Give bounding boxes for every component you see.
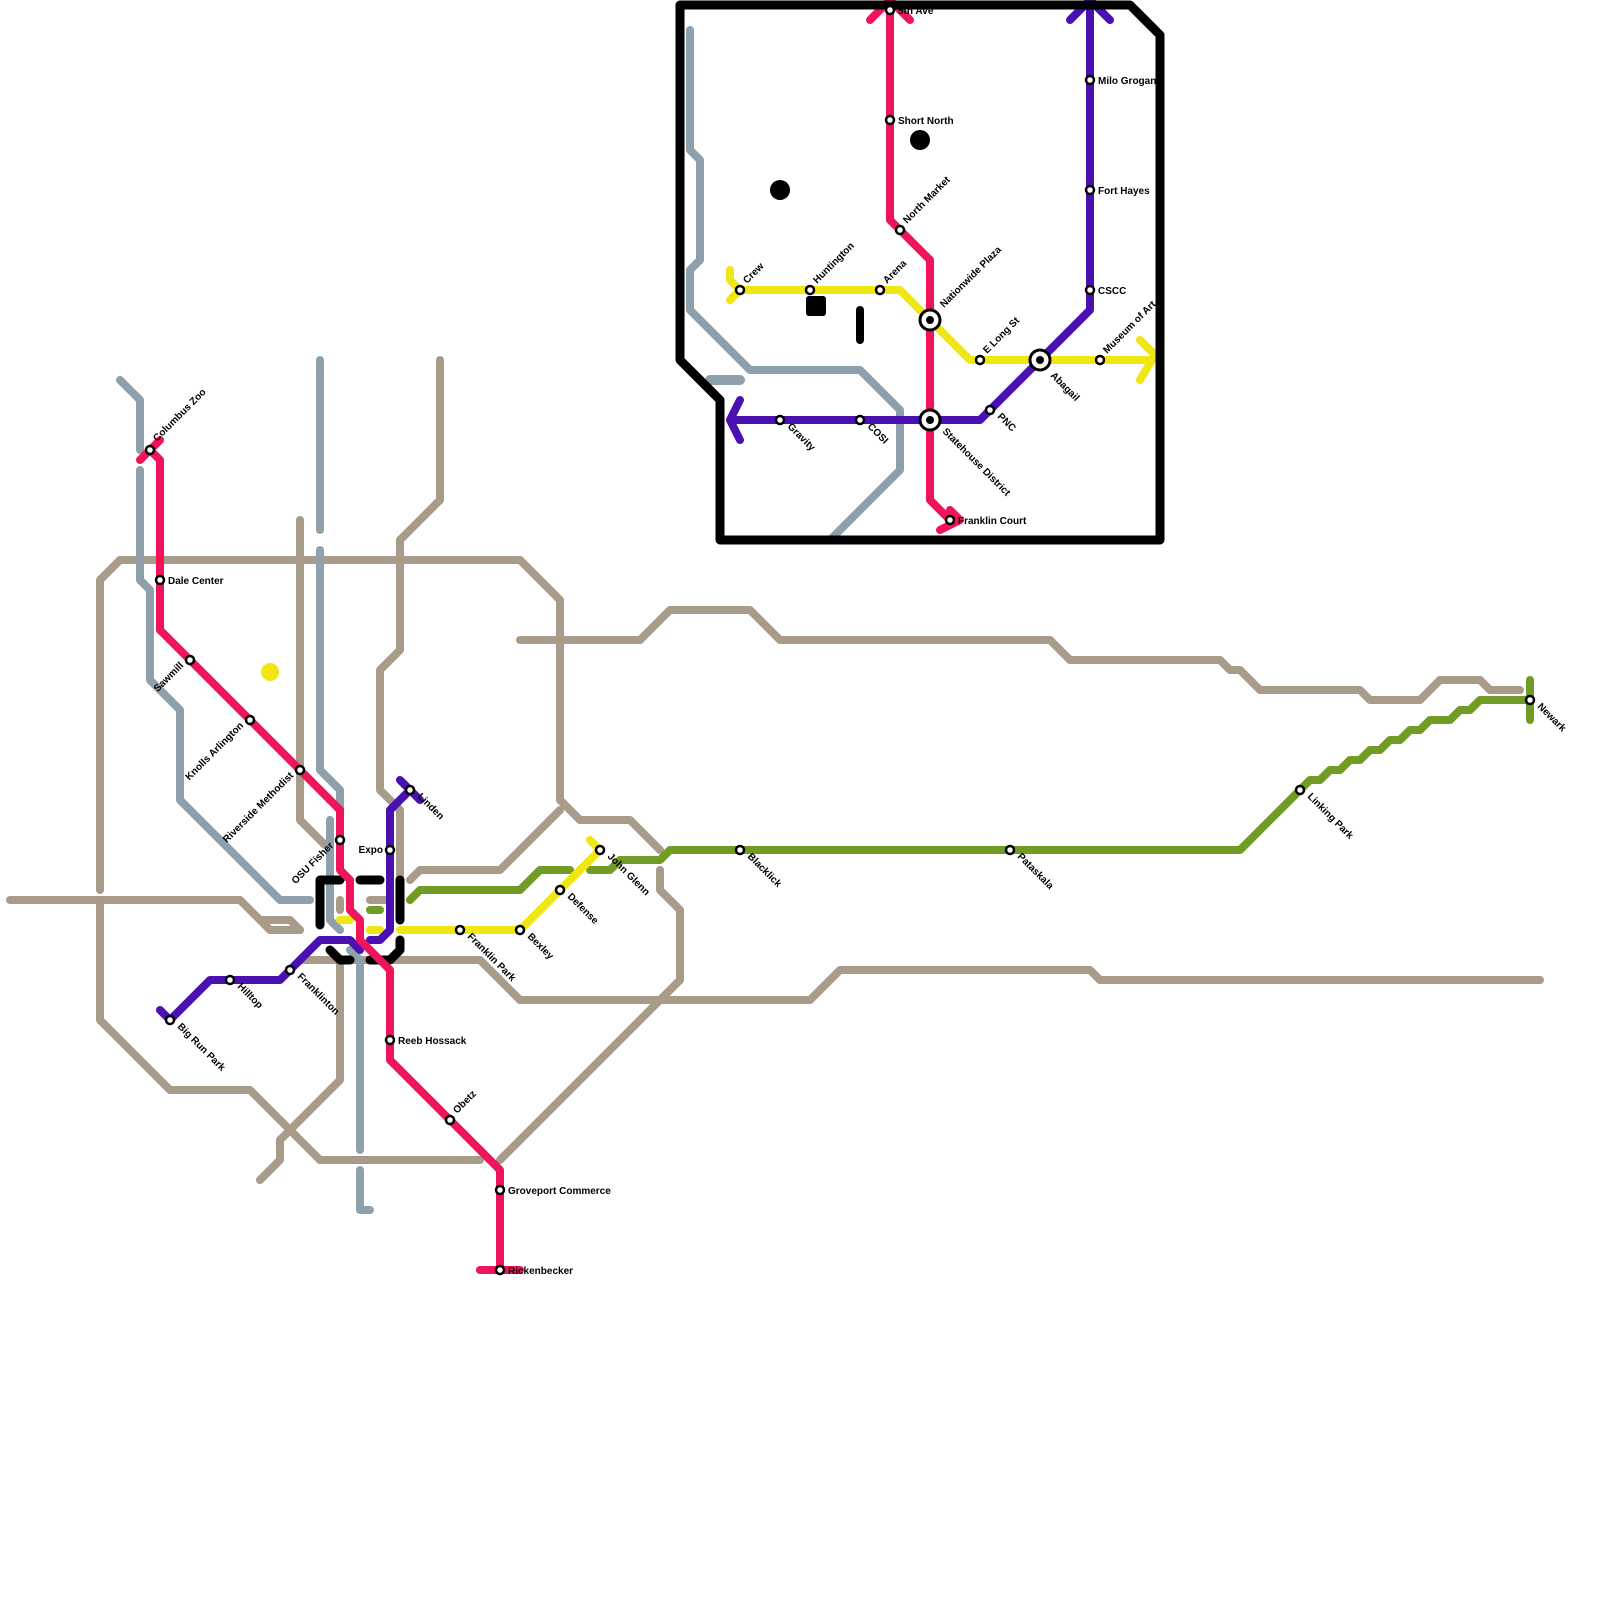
station-marker[interactable] — [776, 416, 784, 424]
label-expo: Expo — [359, 845, 383, 856]
station-marker[interactable] — [496, 1186, 504, 1194]
label-nationwide-plaza: Nationwide Plaza — [938, 244, 1004, 310]
station-marker[interactable] — [596, 846, 604, 854]
station-marker[interactable] — [446, 1116, 454, 1124]
landmark-dot — [910, 130, 930, 150]
station-marker[interactable] — [1086, 186, 1094, 194]
station-marker[interactable] — [386, 1036, 394, 1044]
interchange-abagail[interactable] — [1030, 350, 1050, 370]
station-marker[interactable] — [876, 286, 884, 294]
label-e-long-st: E Long St — [981, 315, 1022, 356]
station-marker[interactable] — [166, 1016, 174, 1024]
label-riverside-methodist: Riverside Methodist — [221, 770, 296, 845]
station-marker[interactable] — [946, 516, 954, 524]
road-network — [10, 360, 1540, 1180]
label-rickenbecker: Rickenbecker — [508, 1266, 573, 1277]
label-newark: Newark — [1535, 701, 1568, 734]
station-marker[interactable] — [516, 926, 524, 934]
station-marker[interactable] — [156, 576, 164, 584]
label-defense: Defense — [565, 891, 601, 927]
landmark-square — [806, 296, 826, 316]
label-pnc: PNC — [995, 411, 1018, 434]
label-bexley: Bexley — [525, 931, 556, 962]
station-marker[interactable] — [1086, 76, 1094, 84]
label-gravity: Gravity — [785, 421, 817, 453]
station-marker[interactable] — [556, 886, 564, 894]
label-groveport-commerce: Groveport Commerce — [508, 1186, 611, 1197]
station-marker[interactable] — [896, 226, 904, 234]
station-marker[interactable] — [976, 356, 984, 364]
label-linden: Linden — [415, 791, 446, 822]
label-linking-park: Linking Park — [1305, 791, 1356, 842]
station-marker[interactable] — [856, 416, 864, 424]
label-franklin-court: Franklin Court — [958, 516, 1027, 527]
station-marker[interactable] — [806, 286, 814, 294]
station-marker[interactable] — [406, 786, 414, 794]
station-marker[interactable] — [386, 846, 394, 854]
label-arena: Arena — [881, 258, 909, 286]
green-line — [370, 680, 1530, 910]
station-marker[interactable] — [1006, 846, 1014, 854]
label-blacklick: Blacklick — [745, 851, 784, 890]
station-marker[interactable] — [286, 966, 294, 974]
label-fort-hayes: Fort Hayes — [1098, 186, 1150, 197]
landmark-dot — [261, 663, 279, 681]
station-marker[interactable] — [186, 656, 194, 664]
label-cosi: COSI — [865, 421, 890, 446]
label-columbus-zoo: Columbus Zoo — [151, 387, 208, 444]
station-marker[interactable] — [1096, 356, 1104, 364]
landmark-dot — [770, 180, 790, 200]
label-franklinton: Franklinton — [295, 971, 341, 1017]
station-marker[interactable] — [886, 6, 894, 14]
blue-line — [120, 30, 900, 1210]
station-marker[interactable] — [736, 286, 744, 294]
station-marker[interactable] — [226, 976, 234, 984]
label-pataskala: Pataskala — [1015, 851, 1056, 892]
station-marker[interactable] — [336, 836, 344, 844]
station-marker[interactable] — [496, 1266, 504, 1274]
station-marker[interactable] — [1526, 696, 1534, 704]
station-marker[interactable] — [886, 116, 894, 124]
interchange-statehouse-district[interactable] — [920, 410, 940, 430]
station-marker[interactable] — [296, 766, 304, 774]
label-cscc: CSCC — [1098, 286, 1126, 297]
interchange-nationwide-plaza[interactable] — [920, 310, 940, 330]
station-marker[interactable] — [986, 406, 994, 414]
label-statehouse-district: Statehouse District — [940, 426, 1013, 499]
station-marker[interactable] — [1296, 786, 1304, 794]
label-north-market: North Market — [901, 174, 953, 226]
label-short-north: Short North — [898, 116, 954, 127]
station-marker[interactable] — [246, 716, 254, 724]
station-marker[interactable] — [456, 926, 464, 934]
label-huntington: Huntington — [811, 241, 856, 286]
label-sawmill: Sawmill — [152, 660, 186, 694]
station-marker[interactable] — [146, 446, 154, 454]
label-big-run-park: Big Run Park — [175, 1021, 227, 1073]
station-marker[interactable] — [1086, 286, 1094, 294]
red-line — [140, 0, 960, 1270]
label-hilltop: Hilltop — [235, 981, 265, 1011]
station-marker[interactable] — [736, 846, 744, 854]
label-obetz: Obetz — [451, 1089, 478, 1116]
label-abagail: Abagail — [1048, 370, 1081, 403]
label-crew: Crew — [741, 261, 766, 286]
label-knolls-arlington: Knolls Arlington — [184, 720, 247, 783]
label-dale-center: Dale Center — [168, 576, 224, 587]
label-milo-grogan: Milo Grogan — [1098, 76, 1156, 87]
label-reeb-hossack: Reeb Hossack — [398, 1036, 467, 1047]
label-5th-ave: 5th Ave — [898, 6, 934, 17]
